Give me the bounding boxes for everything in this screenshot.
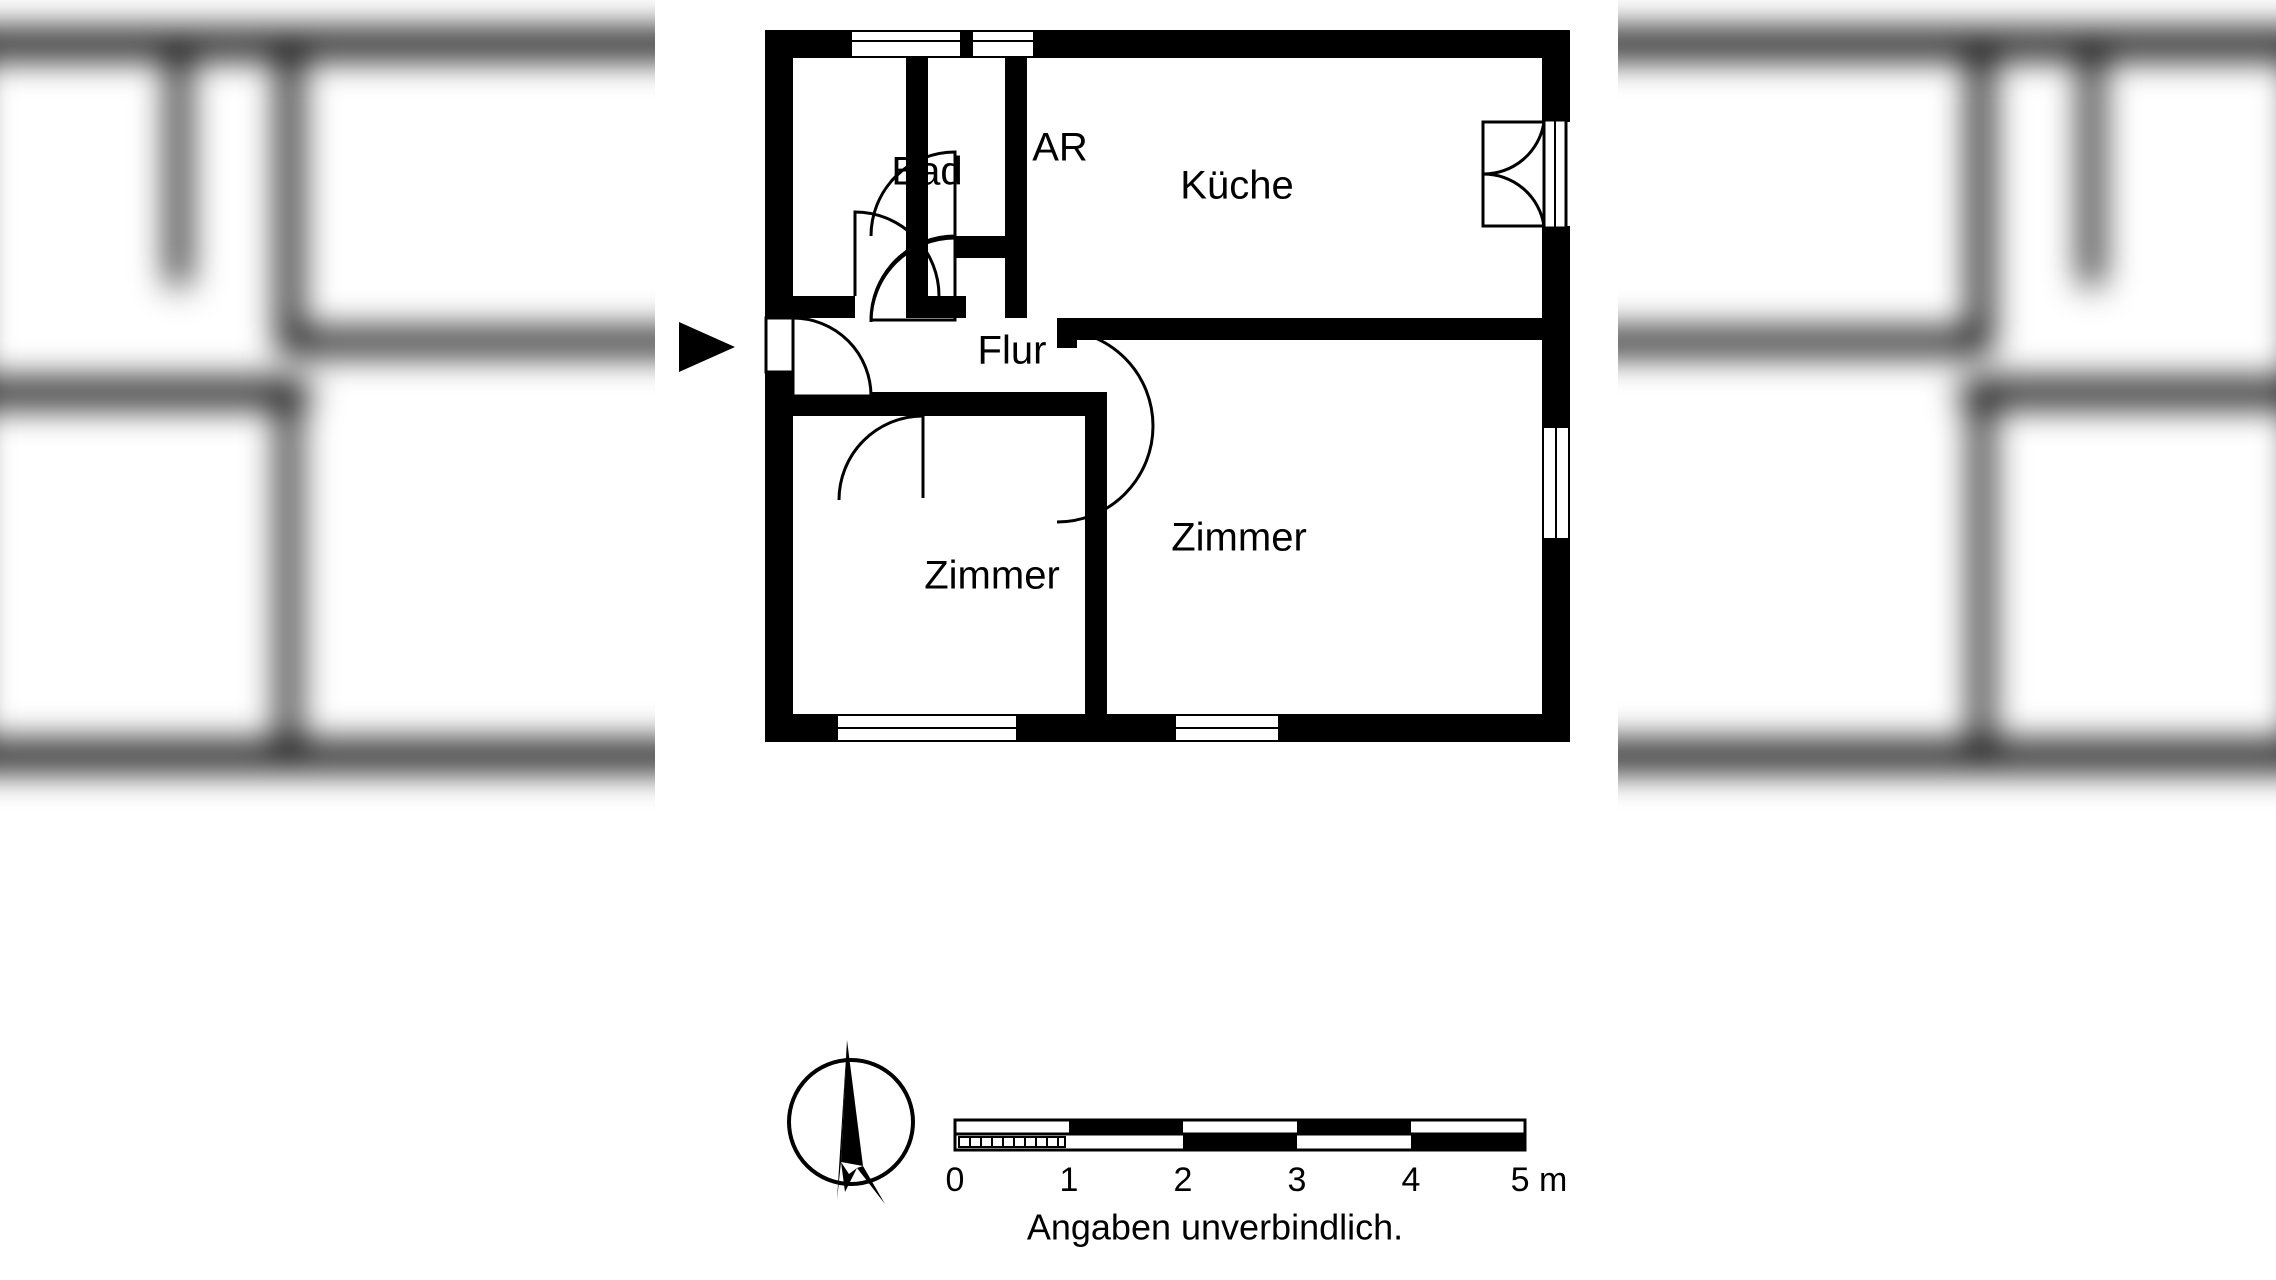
window-zimmer-right <box>1542 426 1570 540</box>
scale-tick-4: 4 <box>1402 1161 1421 1199</box>
window-bad <box>850 30 962 58</box>
scale-tick-1: 1 <box>1060 1161 1079 1199</box>
room-label-flur: Flur <box>978 329 1047 373</box>
background-blur-right <box>1560 0 2276 1280</box>
floor-plan-drawing: Bad AR Küche Flur Zimmer Zimmer <box>655 0 1618 1280</box>
scale-tick-0: 0 <box>946 1161 965 1199</box>
window-ar <box>971 30 1035 58</box>
room-label-zimmer-right: Zimmer <box>1171 516 1307 560</box>
north-arrow-icon <box>787 1040 915 1204</box>
background-blur-left <box>0 0 700 1280</box>
room-label-bad: Bad <box>891 150 962 194</box>
scale-tick-2: 2 <box>1174 1161 1193 1199</box>
interior-doors <box>837 150 1155 524</box>
entrance-arrow-icon <box>679 322 735 372</box>
room-labels: Bad AR Küche Flur Zimmer Zimmer <box>891 126 1306 598</box>
room-label-kueche: Küche <box>1180 164 1293 208</box>
windows <box>836 30 1570 742</box>
scale-tick-5: 5 m <box>1511 1161 1568 1199</box>
room-label-ar: AR <box>1032 126 1088 170</box>
floor-plan-panel: Bad AR Küche Flur Zimmer Zimmer <box>655 0 1618 1280</box>
entrance-door <box>764 316 873 398</box>
door-arcs <box>869 234 957 322</box>
balcony-door-kueche <box>1481 118 1568 230</box>
disclaimer-caption: Angaben unverbindlich. <box>1027 1207 1403 1248</box>
room-label-zimmer-left: Zimmer <box>924 554 1060 598</box>
window-zimmer-left-bottom <box>836 714 1018 742</box>
window-zimmer-right-bottom <box>1174 714 1280 742</box>
scale-bar: 0 1 2 3 4 5 m <box>946 1118 1568 1199</box>
scale-tick-3: 3 <box>1288 1161 1307 1199</box>
